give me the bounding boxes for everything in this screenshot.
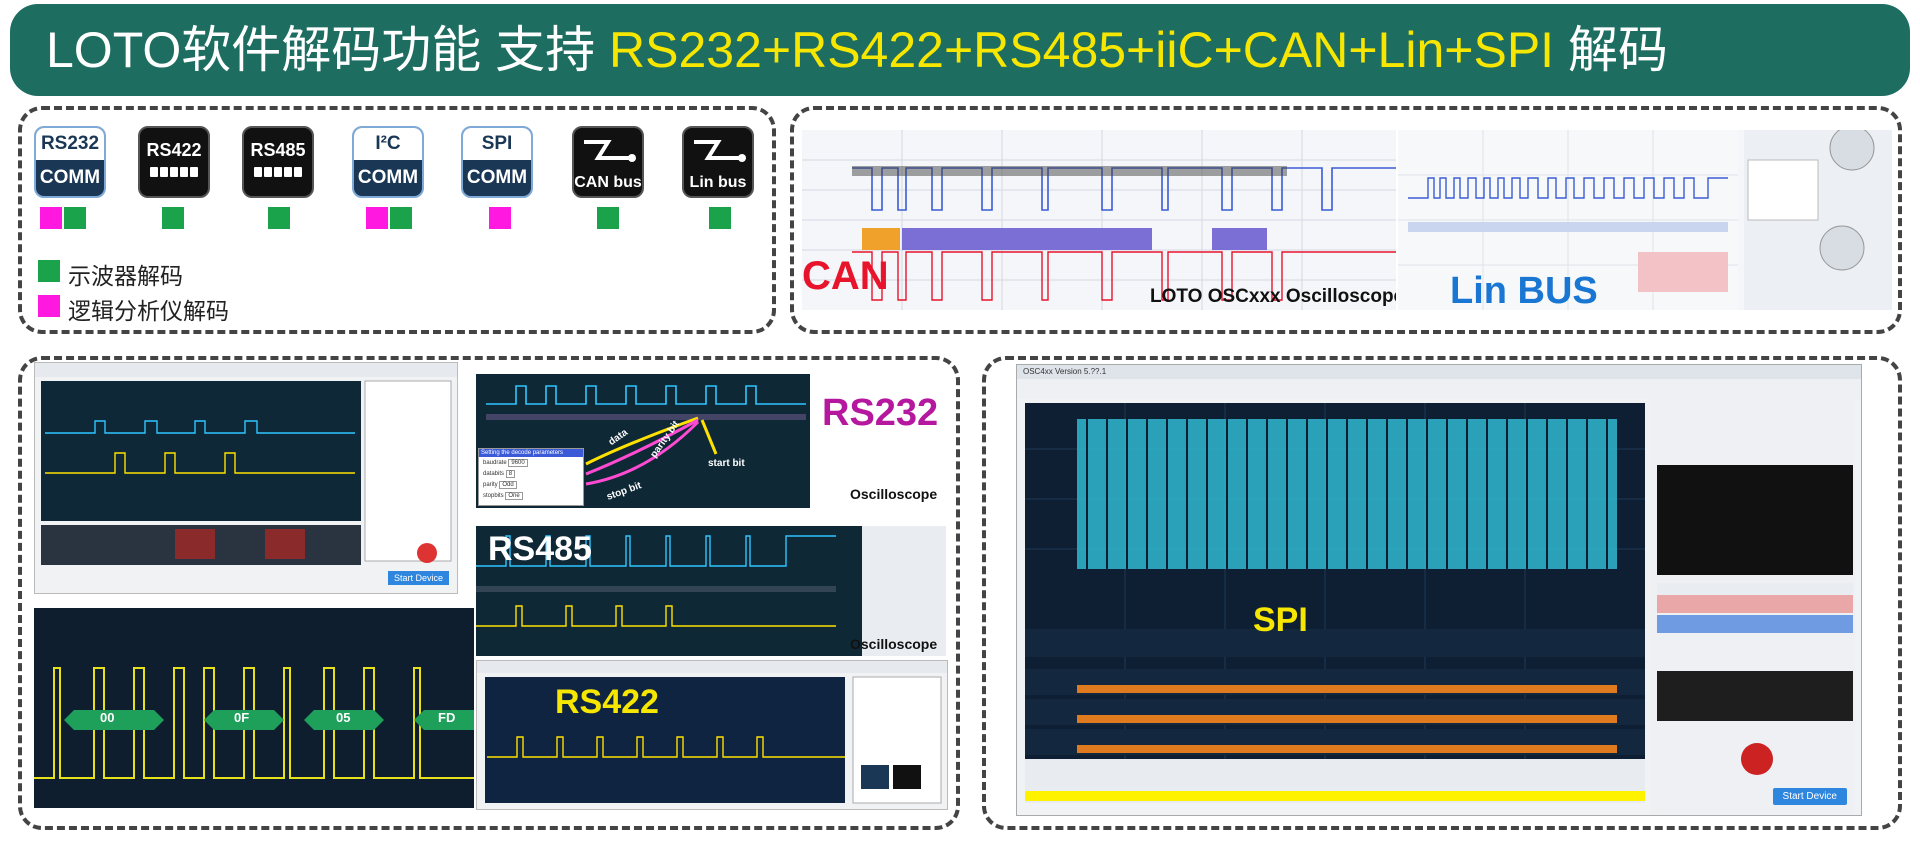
rs422-software-window: RS422 [476, 660, 948, 810]
dialog-field-row: baudrate 9600 [483, 458, 579, 469]
rs422-label: RS422 [555, 683, 659, 721]
logic-analyzer-mark [40, 207, 62, 229]
field-name: baudrate [483, 460, 507, 466]
spi-comm-icon: SPI COMM [461, 126, 533, 198]
badge-label: I²C [354, 128, 422, 160]
serial-decode-box [18, 356, 960, 830]
badge-label: RS422 [146, 140, 202, 160]
rs232-label: RS232 [822, 392, 939, 434]
uart-decode-scope: 00 0F 05 FD [34, 608, 474, 808]
can-lin-box [790, 106, 1902, 334]
rs485-comm-icon: RS485 [242, 126, 314, 198]
badge-sublabel: COMM [466, 167, 528, 188]
stopbits-select[interactable]: One [505, 492, 523, 500]
rs422-comm-icon: RS422 [138, 126, 210, 198]
badge-label: SPI [463, 128, 531, 160]
title-suffix: 解码 [1554, 22, 1668, 78]
legend-magenta-swatch [38, 295, 60, 317]
can-caption: LOTO OSCxxx Oscilloscope [1150, 286, 1396, 307]
lin-bus-label: Lin BUS [1450, 270, 1598, 310]
logic-analyzer-mark [366, 207, 388, 229]
can-label: CAN [802, 254, 889, 298]
databits-select[interactable]: 8 [505, 470, 516, 478]
spi-software-window: OSC4xx Version 5.??.1 SPI Start Device [1016, 364, 1862, 816]
i2c-comm-icon: I²C COMM [352, 126, 424, 198]
title-prefix: LOTO软件解码功能 支持 [46, 22, 610, 78]
legend-green-swatch [38, 260, 60, 282]
parity-select[interactable]: Odd [499, 481, 517, 489]
can-bus-icon: CAN bus [572, 126, 644, 198]
title-banner: LOTO软件解码功能 支持 RS232+RS422+RS485+iiC+CAN+… [10, 4, 1910, 96]
oscilloscope-mark [64, 207, 86, 229]
lin-bus-icon: Lin bus [682, 126, 754, 198]
spi-start-device-button[interactable]: Start Device [1772, 788, 1847, 805]
badge-label: RS485 [250, 140, 306, 160]
oscilloscope-mark [162, 207, 184, 229]
badge-label: RS232 [36, 128, 104, 160]
badge-label: Lin bus [689, 174, 747, 191]
legend-oscilloscope-label: 示波器解码 [68, 263, 183, 289]
dialog-field-row: stopbits One [483, 491, 579, 502]
dialog-field-row: databits 8 [483, 469, 579, 480]
oscilloscope-mark [709, 207, 731, 229]
field-name: stopbits [483, 493, 504, 499]
decoded-byte: 00 [100, 710, 115, 725]
legend-logic-analyzer-label: 逻辑分析仪解码 [68, 298, 229, 324]
oscilloscope-mark [597, 207, 619, 229]
decoded-byte: FD [438, 710, 456, 725]
protocol-legend-box [18, 106, 776, 334]
rs485-scope-screenshot: RS485 Oscilloscope [476, 526, 946, 656]
start-device-button[interactable]: Start Device [387, 571, 449, 585]
spi-window-title: OSC4xx Version 5.??.1 [1017, 365, 1861, 379]
field-name: parity [483, 482, 498, 488]
rs485-caption: Oscilloscope [850, 636, 938, 652]
rs232-caption: Oscilloscope [850, 486, 938, 502]
annotation-start-bit: start bit [708, 458, 745, 469]
logic-analyzer-mark [489, 207, 511, 229]
dialog-field-row: parity Odd [483, 480, 579, 491]
badge-sublabel: COMM [39, 167, 101, 188]
badge-sublabel: COMM [357, 167, 419, 188]
rs232-software-window: Start Device [34, 362, 458, 594]
baudrate-select[interactable]: 9600 [508, 459, 528, 467]
rs485-label: RS485 [488, 530, 592, 568]
spi-label: SPI [1253, 601, 1308, 639]
oscilloscope-mark [390, 207, 412, 229]
spi-decode-box [982, 356, 1902, 830]
decode-parameters-dialog: Setting the decode parameters baudrate 9… [478, 448, 584, 506]
dialog-title: Setting the decode parameters [479, 449, 583, 457]
can-scope-screenshot: CAN LOTO OSCxxx Oscilloscope [802, 130, 1396, 310]
decoded-byte: 0F [234, 710, 250, 725]
badge-label: CAN bus [574, 174, 642, 191]
decoded-byte: 05 [336, 710, 351, 725]
lin-scope-screenshot: Lin BUS [1398, 130, 1892, 310]
title-protocols: RS232+RS422+RS485+iiC+CAN+Lin+SPI [609, 22, 1555, 78]
oscilloscope-mark [268, 207, 290, 229]
rs232-scope-screenshot: Setting the decode parameters baudrate 9… [476, 374, 810, 508]
rs232-comm-icon: RS232 COMM [34, 126, 106, 198]
field-name: databits [483, 471, 505, 477]
